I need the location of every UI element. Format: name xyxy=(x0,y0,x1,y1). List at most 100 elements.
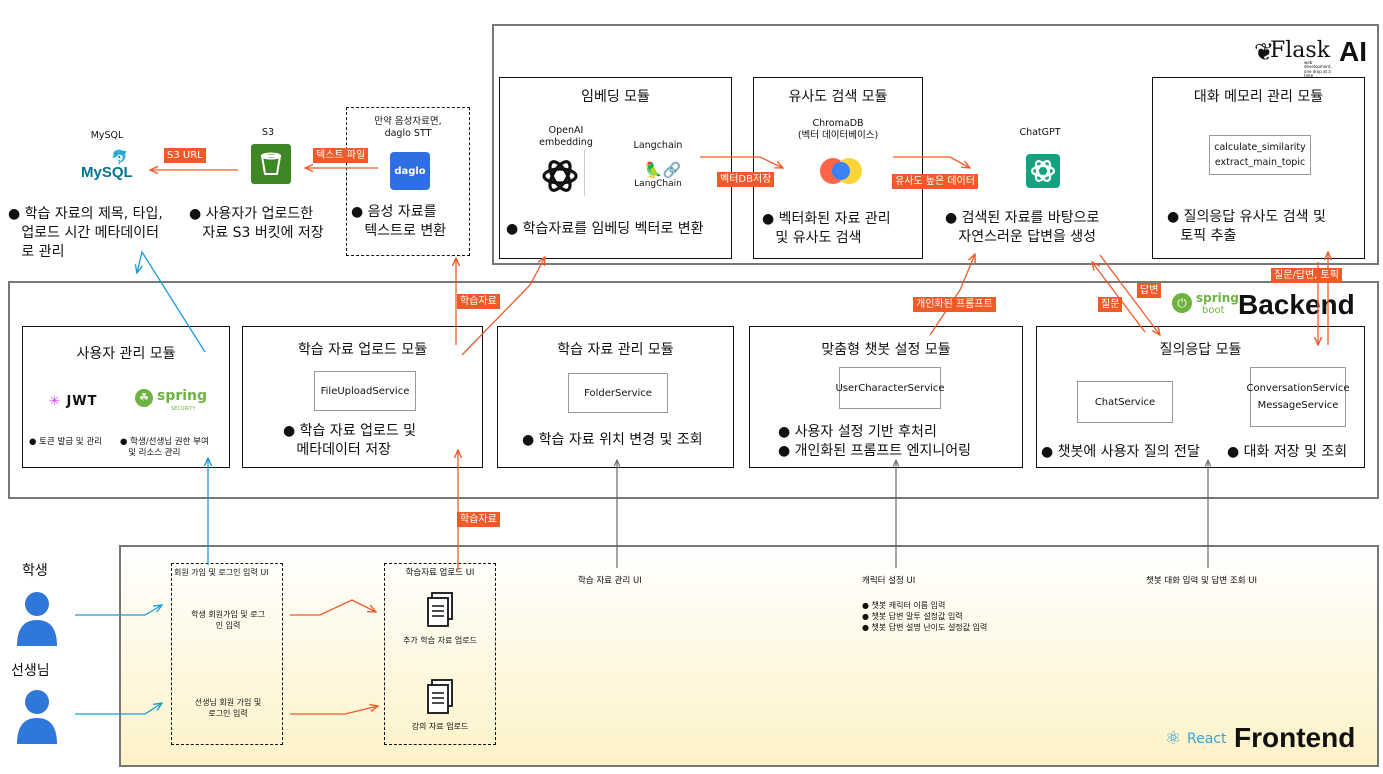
chat-service: ChatService xyxy=(1077,381,1173,423)
label-qa-topic: 질문/답변, 토픽 xyxy=(1271,268,1342,283)
upload-bullet-line1: 학습 자료 업로드 및 xyxy=(299,423,417,439)
langchain-label: Langchain xyxy=(633,140,683,151)
student-label: 학생 xyxy=(22,563,48,579)
character-ui-label: 캐릭터 설정 UI xyxy=(862,576,916,586)
spring-security-sub: SECURITY xyxy=(171,406,196,412)
memory-function-box: calculate_similarity extract_main_topic xyxy=(1209,135,1311,175)
spring-security-text: spring xyxy=(157,388,208,404)
student-avatar-icon xyxy=(14,590,60,648)
arrow-student-to-login xyxy=(75,605,162,616)
similarity-module-title: 유사도 검색 모듈 xyxy=(788,89,888,105)
memory-bullet-line2: 토픽 추출 xyxy=(1180,227,1237,244)
upload-module: 학습 자료 업로드 모듈 FileUploadService ● 학습 자료 업… xyxy=(242,326,483,468)
label-high-similarity: 유사도 높은 데이터 xyxy=(892,174,978,189)
jwt-logo: ✳ JWT xyxy=(49,394,97,409)
frontend-panel xyxy=(119,545,1379,767)
conversation-message-service: ConversationService MessageService xyxy=(1246,367,1350,427)
character-ui-list: ● 챗봇 캐릭터 이름 입력 ● 챗봇 답변 말투 설정값 입력 ● 챗봇 답변… xyxy=(862,601,988,632)
spring-boot-logo-text: spring xyxy=(1196,291,1239,305)
label-question: 질문 xyxy=(1098,297,1123,312)
arrow-embedding-to-similarity xyxy=(700,156,783,168)
conversation-service: ConversationService xyxy=(1246,383,1350,394)
flask-logo-text: Flask xyxy=(1270,38,1331,63)
s3-bucket-icon xyxy=(251,144,291,184)
login-ui-box: 회원 가입 및 로그인 입력 UI 학생 회원가입 및 로그인 입력 선생님 회… xyxy=(171,563,283,745)
divider xyxy=(584,150,585,196)
upload-bullet: ● 학습 자료 업로드 및 메타데이터 저장 xyxy=(283,423,417,458)
student-login-input: 학생 회원가입 및 로그인 입력 xyxy=(191,610,265,630)
chatbot-bullet-line2: 개인화된 프롬프트 엔지니어링 xyxy=(794,442,972,459)
frontend-label: Frontend xyxy=(1234,722,1356,753)
chatbot-setting-module-title: 맞춤형 챗봇 설정 모듈 xyxy=(821,342,951,358)
document-icon xyxy=(426,592,454,628)
mysql-bullet: ● 학습 자료의 제목, 타입, 업로드 시간 메타데이터 로 관리 xyxy=(8,206,163,260)
chatgpt-label: ChatGPT xyxy=(1019,127,1061,138)
label-material-upload: 학습자료 xyxy=(457,512,500,527)
arrow-student-login-to-upload xyxy=(290,599,376,616)
chromadb-icon xyxy=(819,156,863,186)
embedding-bullet: ● 학습자료를 임베딩 벡터로 변환 xyxy=(506,221,704,237)
character-item: 챗봇 답변 설명 난이도 설정값 입력 xyxy=(871,622,988,632)
upload-bullet-line2: 메타데이터 저장 xyxy=(296,441,391,458)
file-upload-service: FileUploadService xyxy=(314,371,416,411)
message-service: MessageService xyxy=(1257,400,1339,411)
jwt-logo-text: JWT xyxy=(66,394,98,409)
character-item: 챗봇 캐릭터 이름 입력 xyxy=(871,601,946,610)
react-logo-text: React xyxy=(1187,731,1227,747)
teacher-avatar-icon xyxy=(14,688,60,746)
chatgpt-icon xyxy=(1026,154,1060,188)
label-s3-url: S3 URL xyxy=(164,148,206,163)
user-bullet2-line1: 학생/선생님 권한 부여 xyxy=(130,437,209,447)
chatbot-bullet: ● 사용자 설정 기반 후처리● 개인화된 프롬프트 엔지니어링 xyxy=(778,424,972,459)
similarity-bullet-line2: 및 유사도 검색 xyxy=(775,229,862,246)
langchain-logo-text: LangChain xyxy=(634,179,682,189)
user-module-title: 사용자 관리 모듈 xyxy=(76,346,176,362)
teacher-label: 선생님 xyxy=(11,663,50,679)
extra-material-upload[interactable]: 추가 학습 자료 업로드 xyxy=(403,636,477,645)
arrow-chatgpt-to-qa xyxy=(1099,254,1160,335)
function-calculate-similarity: calculate_similarity xyxy=(1214,141,1306,153)
user-module: 사용자 관리 모듈 ✳ JWT ☘ spring SECURITY ● 토큰 발… xyxy=(22,326,230,468)
daglo-bullet-line1: 음성 자료를 xyxy=(367,204,437,220)
character-item: 챗봇 답변 말투 설정값 입력 xyxy=(871,611,963,621)
upload-ui-title: 학습자료 업로드 UI xyxy=(405,568,475,578)
spring-security-logo: ☘ spring SECURITY xyxy=(135,387,208,417)
teacher-login-input: 선생님 회원 가입 및 로그인 입력 xyxy=(194,698,262,718)
material-module-title: 학습 자료 관리 모듈 xyxy=(557,342,674,358)
material-ui-label: 학습 자료 관리 UI xyxy=(578,576,642,586)
label-answer: 답변 xyxy=(1137,283,1162,298)
daglo-bullet-line2: 텍스트로 변환 xyxy=(364,222,447,239)
material-bullet-text: 학습 자료 위치 변경 및 조회 xyxy=(538,432,703,448)
similarity-bullet: ● 벡터화된 자료 관리 및 유사도 검색 xyxy=(762,211,891,246)
mysql-logo: 🐬 MySQL xyxy=(81,150,141,186)
user-bullet1: ● 토큰 발급 및 관리 xyxy=(29,437,102,447)
memory-module: 대화 메모리 관리 모듈 calculate_similarity extrac… xyxy=(1152,77,1365,259)
lecture-material-upload[interactable]: 강의 자료 업로드 xyxy=(411,722,469,731)
s3-bullet-line1: 사용자가 업로드한 xyxy=(205,206,314,222)
arrow-user-module-to-mysql xyxy=(137,250,206,353)
mysql-bullet-line3: 로 관리 xyxy=(21,243,65,260)
memory-bullet-line1: 질의응답 유사도 검색 및 xyxy=(1183,209,1326,225)
document-icon xyxy=(426,679,454,715)
chatgpt-bullet: ● 검색된 자료를 바탕으로 자연스러운 답변을 생성 xyxy=(945,210,1100,245)
qa-bullet1: ● 챗봇에 사용자 질의 전달 xyxy=(1041,444,1200,460)
user-bullet2: ● 학생/선생님 권한 부여 및 리소스 관리 xyxy=(120,437,209,459)
label-text-file: 텍스트 파일 xyxy=(313,148,369,163)
mysql-logo-text: MySQL xyxy=(81,164,133,181)
label-personal-prompt: 개인화된 프롬프트 xyxy=(913,297,996,312)
arrow-teacher-to-login xyxy=(75,703,162,715)
material-module: 학습 자료 관리 모듈 FolderService ● 학습 자료 위치 변경 … xyxy=(497,326,734,468)
user-bullet1-text: 토큰 발급 및 관리 xyxy=(39,437,102,447)
qa-bullet2-text: 대화 저장 및 조회 xyxy=(1243,444,1348,460)
langchain-parrot-icon: 🦜🔗 xyxy=(644,161,682,179)
embedding-module: 임베딩 모듈 OpenAI embedding Langchain 🦜🔗 Lan… xyxy=(499,77,732,259)
arrow-teacher-login-to-upload xyxy=(290,706,378,715)
react-atom-icon: ⚛ xyxy=(1165,728,1182,749)
function-extract-main-topic: extract_main_topic xyxy=(1214,157,1306,168)
embedding-bullet-text: 학습자료를 임베딩 벡터로 변환 xyxy=(522,221,704,237)
chatgpt-bullet-line1: 검색된 자료를 바탕으로 xyxy=(961,210,1100,226)
memory-bullet: ● 질의응답 유사도 검색 및 토픽 추출 xyxy=(1167,209,1326,244)
jwt-star-icon: ✳ xyxy=(49,394,61,409)
upload-module-title: 학습 자료 업로드 모듈 xyxy=(297,342,428,358)
